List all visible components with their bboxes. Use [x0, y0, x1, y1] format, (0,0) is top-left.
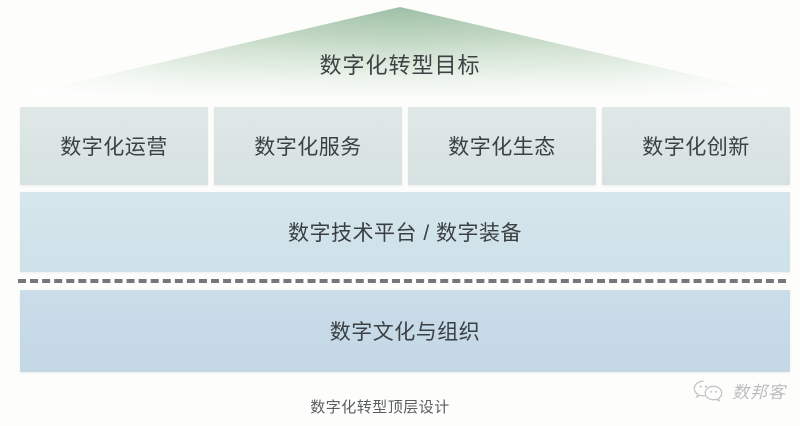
pillar-label: 数字化运营: [60, 136, 168, 159]
foundation-layer[interactable]: 数字文化与组织: [20, 290, 790, 372]
wechat-bubbles-icon: [693, 380, 723, 402]
pillar-digital-operations[interactable]: 数字化运营: [20, 107, 208, 185]
roof-triangle: 数字化转型目标: [0, 0, 800, 100]
diagram-caption: 数字化转型顶层设计: [310, 399, 450, 416]
watermark: 数邦客: [692, 378, 786, 403]
dashed-divider: [18, 279, 786, 287]
pillar-digital-services[interactable]: 数字化服务: [214, 107, 402, 185]
pillar-label: 数字化服务: [254, 136, 362, 159]
pillar-digital-ecosystem[interactable]: 数字化生态: [408, 107, 596, 185]
foundation-label: 数字文化与组织: [329, 321, 481, 344]
platform-layer[interactable]: 数字技术平台 / 数字装备: [20, 192, 790, 272]
pillar-digital-innovation[interactable]: 数字化创新: [602, 107, 790, 185]
triangle-roof-icon: [12, 7, 788, 97]
watermark-text: 数邦客: [732, 383, 786, 402]
roof-label: 数字化转型目标: [319, 53, 481, 78]
platform-label: 数字技术平台 / 数字装备: [287, 222, 522, 245]
pillar-label: 数字化创新: [642, 136, 750, 159]
pillar-row: 数字化运营 数字化服务 数字化生态 数字化创新: [20, 107, 790, 185]
pillar-label: 数字化生态: [448, 136, 556, 159]
